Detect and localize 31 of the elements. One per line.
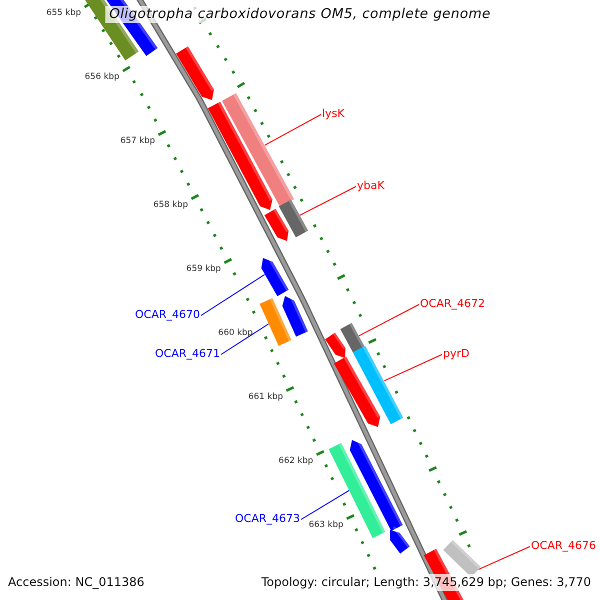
gene-label: OCAR_4673 <box>235 512 300 525</box>
gene-label: OCAR_4670 <box>135 308 200 321</box>
gene-label: OCAR_4672 <box>420 297 486 310</box>
tick-label: 662 kbp <box>278 456 314 466</box>
tick-label: 655 kbp <box>46 8 81 18</box>
gene-block <box>278 200 308 238</box>
gene-block <box>340 322 365 354</box>
tick-label: 663 kbp <box>308 520 344 530</box>
leader-line <box>478 546 530 570</box>
leader-line <box>358 304 420 336</box>
tick-label: 659 kbp <box>186 264 221 274</box>
gene-block <box>222 93 294 207</box>
tick-label: 660 kbp <box>218 328 253 338</box>
leader-line <box>220 323 270 355</box>
gene-block <box>352 346 404 424</box>
gene-label: OCAR_4671 <box>155 347 220 360</box>
tick-label: 656 kbp <box>84 72 120 82</box>
gene-block <box>328 442 386 538</box>
tick-label: 661 kbp <box>248 392 283 402</box>
tick-label: 657 kbp <box>120 136 155 146</box>
tick-label: 658 kbp <box>153 200 188 210</box>
leader-line <box>300 490 350 520</box>
gene-label: pyrD <box>443 347 470 360</box>
gene-label: lysK <box>322 107 345 120</box>
leader-line <box>384 354 442 382</box>
gene-label: ybaK <box>357 179 384 192</box>
leader-line <box>264 114 322 146</box>
gene-block <box>260 298 292 346</box>
leader-line <box>200 274 266 316</box>
leader-line <box>299 186 356 216</box>
gene-label: OCAR_4676 <box>531 539 596 552</box>
